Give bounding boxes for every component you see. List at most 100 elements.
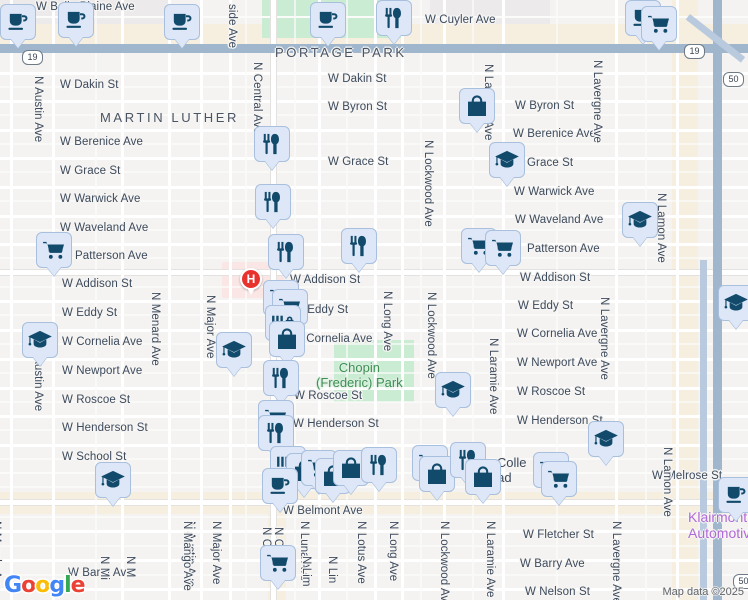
hospital-icon[interactable]: H bbox=[240, 268, 262, 295]
street-label-vertical: N Austin Ave bbox=[32, 76, 44, 143]
road-v-luna bbox=[318, 0, 321, 600]
restaurant-icon[interactable] bbox=[376, 0, 412, 36]
street-label-horizontal: W Newport Ave bbox=[517, 357, 598, 369]
road-v-lamon bbox=[676, 0, 679, 600]
grocery-icon[interactable] bbox=[36, 232, 72, 268]
street-label-vertical: N Lockwood Ave bbox=[438, 521, 450, 600]
neighborhood-label: MARTIN LUTHER bbox=[100, 110, 240, 125]
street-label-horizontal: Grace St bbox=[527, 157, 574, 169]
street-label-horizontal: W Barry Ave bbox=[68, 567, 133, 579]
street-label-vertical: N Mi bbox=[98, 556, 110, 581]
school-icon[interactable] bbox=[718, 285, 748, 321]
google-logo[interactable]: Google bbox=[4, 573, 86, 598]
street-label-vertical: N Menard Ave bbox=[149, 292, 161, 366]
street-label-horizontal: W School St bbox=[62, 451, 127, 463]
school-icon[interactable] bbox=[622, 202, 658, 238]
shopping-icon[interactable] bbox=[419, 456, 455, 492]
street-label-horizontal: W Byron St bbox=[515, 100, 575, 112]
street-label-horizontal: W Roscoe St bbox=[294, 390, 363, 402]
street-label-vertical: N Lim bbox=[300, 556, 312, 587]
grocery-icon[interactable] bbox=[541, 461, 577, 497]
highway-shield: 50 bbox=[723, 72, 744, 87]
street-label-horizontal: W Berenice Ave bbox=[60, 136, 144, 148]
restaurant-icon[interactable] bbox=[254, 126, 290, 162]
street-label-horizontal: W Cornelia Ave bbox=[292, 333, 373, 345]
road-v-austin bbox=[52, 0, 55, 600]
highway-shield: 19 bbox=[684, 44, 705, 59]
cafe-icon[interactable] bbox=[58, 2, 94, 38]
street-label-horizontal: W Henderson St bbox=[517, 415, 603, 427]
grocery-icon[interactable] bbox=[641, 6, 677, 42]
school-icon[interactable] bbox=[588, 421, 624, 457]
street-label-horizontal: W Cornelia Ave bbox=[517, 328, 598, 340]
shopping-icon[interactable] bbox=[465, 459, 501, 495]
street-label-horizontal: W Henderson St bbox=[62, 422, 148, 434]
school-icon[interactable] bbox=[95, 462, 131, 498]
street-label-horizontal: W Henderson St bbox=[293, 418, 379, 430]
grocery-icon[interactable] bbox=[260, 545, 296, 581]
map-attribution: Map data ©2025 bbox=[662, 586, 745, 598]
school-icon[interactable] bbox=[489, 142, 525, 178]
road-v-long bbox=[401, 0, 404, 600]
grocery-icon[interactable] bbox=[485, 230, 521, 266]
street-label-vertical: N Meade Ave bbox=[0, 521, 2, 591]
street-label-vertical: N Lavergne Ave bbox=[591, 60, 603, 144]
street-label-horizontal: W Warwick Ave bbox=[60, 193, 141, 205]
road-v-laramie bbox=[502, 0, 505, 600]
street-label-horizontal: W Barry Ave bbox=[520, 558, 585, 570]
street-label-horizontal: W Grace St bbox=[60, 165, 121, 177]
school-icon[interactable] bbox=[435, 372, 471, 408]
cafe-icon[interactable] bbox=[0, 4, 36, 40]
alley-v-5 bbox=[472, 0, 474, 600]
shopping-icon[interactable] bbox=[269, 321, 305, 357]
street-label-vertical: N Long Ave bbox=[387, 521, 399, 582]
street-label-horizontal: Patterson Ave bbox=[75, 250, 148, 262]
street-label-horizontal: W Dakin St bbox=[328, 73, 387, 85]
street-label-vertical: N Central Ave bbox=[251, 62, 263, 135]
road-v-lockwood bbox=[443, 0, 446, 600]
highway-shield: 50 bbox=[733, 574, 748, 589]
restaurant-icon[interactable] bbox=[268, 234, 304, 270]
restaurant-icon[interactable] bbox=[255, 184, 291, 220]
restaurant-icon[interactable] bbox=[258, 415, 294, 451]
road-v-mango bbox=[200, 0, 203, 600]
street-label-vertical: N Lavergne Ave bbox=[610, 521, 622, 600]
street-label-horizontal: W Roscoe St bbox=[62, 394, 131, 406]
restaurant-icon[interactable] bbox=[341, 228, 377, 264]
cafe-icon[interactable] bbox=[310, 2, 346, 38]
highway-ramp bbox=[700, 260, 707, 600]
street-label-horizontal: W Waveland Ave bbox=[515, 214, 604, 226]
school-icon[interactable] bbox=[22, 322, 58, 358]
street-label-horizontal: W Melrose St bbox=[652, 470, 723, 482]
road-v-meade bbox=[10, 0, 13, 600]
restaurant-icon[interactable] bbox=[263, 360, 299, 396]
road-v-mulligan bbox=[121, 0, 124, 600]
school-icon[interactable] bbox=[216, 332, 252, 368]
shopping-icon[interactable] bbox=[459, 88, 495, 124]
alley-v-3 bbox=[556, 0, 558, 600]
street-label-horizontal: W Addison St bbox=[520, 272, 591, 284]
restaurant-icon[interactable] bbox=[361, 447, 397, 483]
street-label-vertical: side Ave bbox=[226, 4, 238, 49]
street-label-horizontal: W Addison St bbox=[62, 278, 133, 290]
street-label-vertical: N Major Ave bbox=[204, 295, 216, 359]
street-label-horizontal: W Addison St bbox=[290, 274, 361, 286]
street-label-horizontal: W Belmont Ave bbox=[283, 505, 363, 517]
street-label-horizontal: W Eddy St bbox=[518, 300, 574, 312]
street-label-vertical: N Long Ave bbox=[381, 291, 393, 352]
street-label-vertical: N Laramie Ave bbox=[487, 338, 499, 415]
street-label-horizontal: W Nelson St bbox=[525, 586, 591, 598]
cafe-icon[interactable] bbox=[262, 468, 298, 504]
road-v-menard bbox=[168, 0, 171, 600]
street-label-vertical: N Mango Ave bbox=[181, 521, 193, 591]
cafe-icon[interactable] bbox=[718, 477, 748, 513]
road-v-lavergne bbox=[615, 0, 618, 600]
street-label-vertical: N Lockwood Ave bbox=[425, 292, 437, 379]
street-label-horizontal: W Eddy St bbox=[62, 307, 118, 319]
street-label-horizontal: W Dakin St bbox=[60, 79, 119, 91]
street-label-horizontal: W Waveland Ave bbox=[60, 222, 149, 234]
cafe-icon[interactable] bbox=[164, 4, 200, 40]
street-label-vertical: N Lin bbox=[326, 556, 338, 584]
street-label-horizontal: W Grace St bbox=[328, 156, 389, 168]
